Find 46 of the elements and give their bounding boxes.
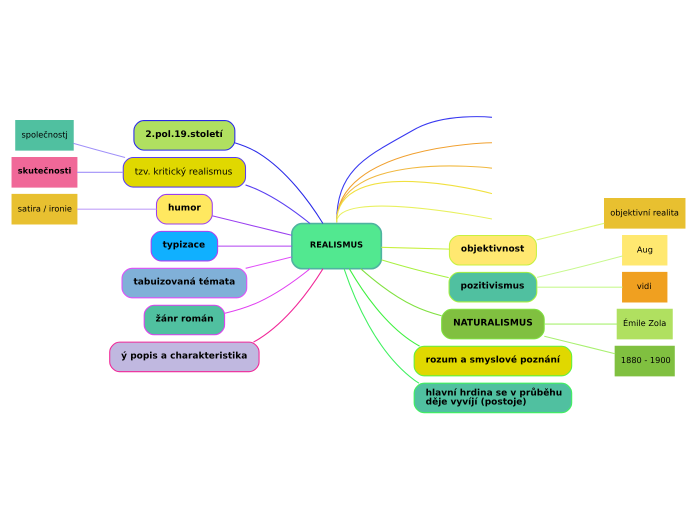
node-box: typizace [150, 230, 218, 261]
node-box: NATURALISMUS [441, 308, 545, 339]
connector [253, 268, 324, 342]
connector [381, 246, 450, 250]
node-box: hlavní hrdina se v průběhu děje vyvíjí (postoje) [414, 382, 572, 413]
connector [536, 255, 623, 278]
connector [336, 142, 492, 222]
connector [77, 208, 156, 210]
connector [234, 142, 324, 224]
connector [336, 164, 492, 222]
connector [336, 205, 492, 222]
node-box: satira / ironie [12, 193, 78, 224]
node-box: tzv. kritický realismus [122, 156, 246, 188]
connector [537, 286, 622, 288]
node-box: skutečnosti [12, 156, 78, 188]
node-box: vidi [622, 271, 668, 302]
connector [245, 184, 310, 224]
connector [536, 222, 604, 240]
node-box: humor [156, 193, 213, 224]
connector [212, 214, 292, 236]
connector [344, 268, 420, 384]
connector [348, 268, 420, 346]
connector [544, 335, 616, 354]
node-box: společnostj [15, 120, 74, 150]
connector [381, 258, 449, 278]
connector [224, 268, 310, 314]
connector [77, 171, 124, 172]
node-box: pozitivismus [448, 271, 538, 302]
node-box: objektivní realita [604, 198, 686, 228]
node-box: ý popis a charakteristika [109, 341, 260, 372]
connector [218, 245, 292, 246]
node-box: rozum a smyslové poznání [414, 345, 572, 376]
node-box: objektivnost [448, 234, 537, 266]
connector [336, 116, 492, 222]
connector [544, 323, 618, 324]
node-box: tabuizovaná témata [121, 267, 248, 298]
connector [73, 142, 126, 158]
node-box: REALISMUS [291, 222, 382, 270]
node-box: žánr román [144, 304, 226, 335]
connector [246, 256, 292, 268]
connector [360, 268, 442, 316]
node-box: Émile Zola [616, 308, 673, 339]
node-box: 1880 - 1900 [614, 345, 675, 376]
node-box: 2.pol.19.století [133, 120, 236, 150]
connector [336, 180, 492, 222]
node-box: Aug [622, 234, 668, 266]
